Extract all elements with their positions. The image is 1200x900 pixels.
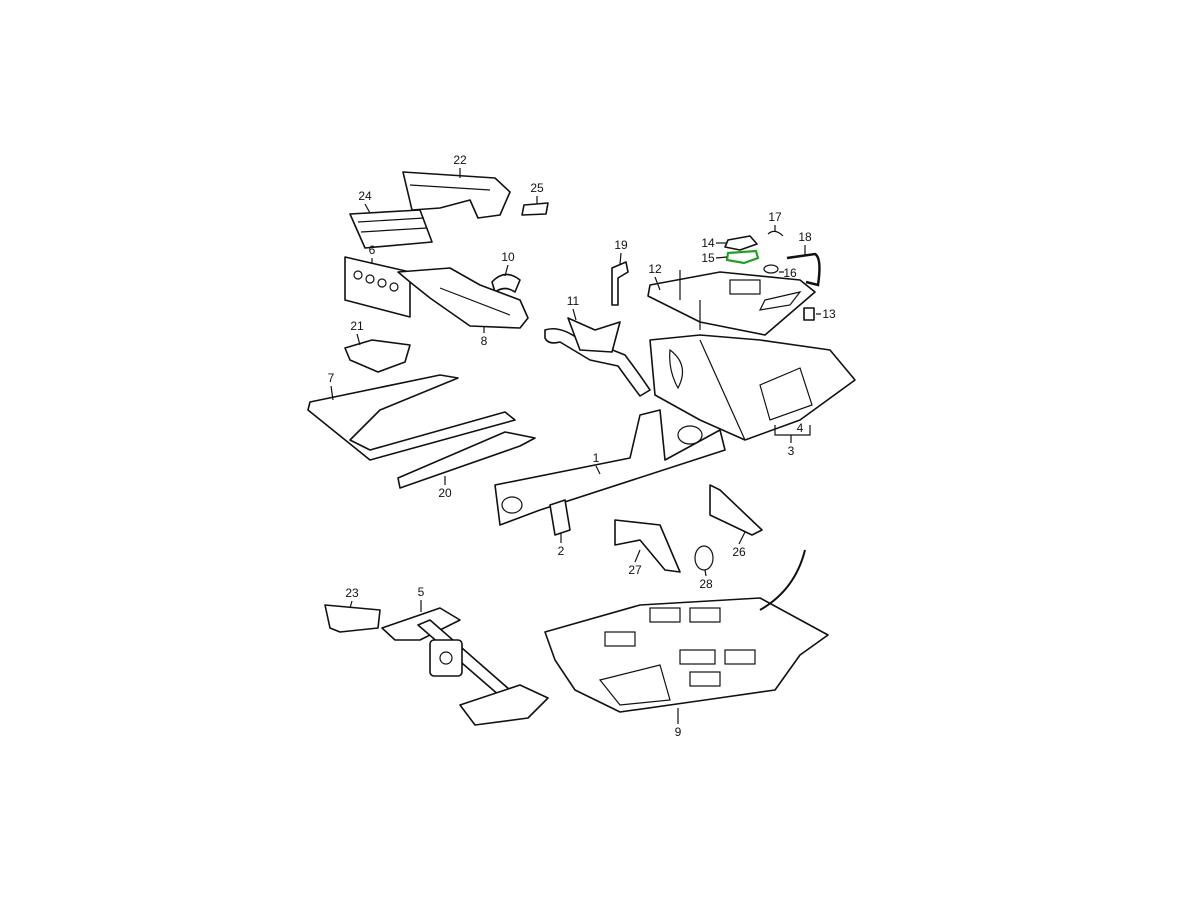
part-3-4-rear-frame[interactable] <box>649 334 856 441</box>
callout-22[interactable]: 22 <box>453 153 467 167</box>
callout-12[interactable]: 12 <box>648 262 662 276</box>
callout-10[interactable]: 10 <box>501 250 515 264</box>
callout-5[interactable]: 5 <box>417 585 425 599</box>
part-11[interactable] <box>544 317 651 397</box>
part-6[interactable] <box>344 256 411 318</box>
leader-lines <box>330 168 821 724</box>
part-19[interactable] <box>611 261 629 306</box>
callout-19[interactable]: 19 <box>614 238 628 252</box>
part-25[interactable] <box>521 202 549 216</box>
part-7[interactable] <box>307 374 516 461</box>
callout-27[interactable]: 27 <box>628 563 642 577</box>
callout-26[interactable]: 26 <box>732 545 746 559</box>
part-1[interactable] <box>494 409 726 526</box>
callout-3[interactable]: 3 <box>787 444 795 458</box>
part-14[interactable] <box>724 235 758 251</box>
part-13[interactable] <box>803 307 815 321</box>
callout-9[interactable]: 9 <box>674 725 682 739</box>
callout-21[interactable]: 21 <box>350 319 364 333</box>
part-9[interactable] <box>544 549 829 713</box>
callout-4[interactable]: 4 <box>796 421 804 435</box>
part-17[interactable] <box>767 230 784 237</box>
callout-18[interactable]: 18 <box>798 230 812 244</box>
callout-6[interactable]: 6 <box>368 243 376 257</box>
part-26[interactable] <box>709 484 763 536</box>
callout-15[interactable]: 15 <box>701 251 715 265</box>
callout-16[interactable]: 16 <box>783 266 797 280</box>
callout-2[interactable]: 2 <box>557 544 565 558</box>
part-12[interactable] <box>647 270 816 336</box>
part-22[interactable] <box>402 171 511 219</box>
callout-1[interactable]: 1 <box>592 451 600 465</box>
callout-7[interactable]: 7 <box>327 371 335 385</box>
part-23[interactable] <box>324 604 381 633</box>
part-16[interactable] <box>763 264 779 274</box>
part-28[interactable] <box>694 545 714 571</box>
callout-11[interactable]: 11 <box>566 294 580 308</box>
callout-17[interactable]: 17 <box>768 210 782 224</box>
part-18[interactable] <box>786 252 821 287</box>
callout-13[interactable]: 13 <box>822 307 836 321</box>
callout-14[interactable]: 14 <box>701 236 715 250</box>
part-15[interactable] <box>725 249 760 265</box>
part-8[interactable] <box>397 267 529 329</box>
part-20[interactable] <box>397 431 536 489</box>
callout-8[interactable]: 8 <box>480 334 488 348</box>
part-2[interactable] <box>549 499 571 536</box>
part-10[interactable] <box>491 273 521 293</box>
callout-28[interactable]: 28 <box>699 577 713 591</box>
part-21[interactable] <box>344 339 411 373</box>
callout-24[interactable]: 24 <box>358 189 372 203</box>
callout-23[interactable]: 23 <box>345 586 359 600</box>
callout-25[interactable]: 25 <box>530 181 544 195</box>
part-27[interactable] <box>614 519 681 573</box>
part-5[interactable] <box>381 607 549 726</box>
part-24[interactable] <box>349 209 433 249</box>
callout-20[interactable]: 20 <box>438 486 452 500</box>
